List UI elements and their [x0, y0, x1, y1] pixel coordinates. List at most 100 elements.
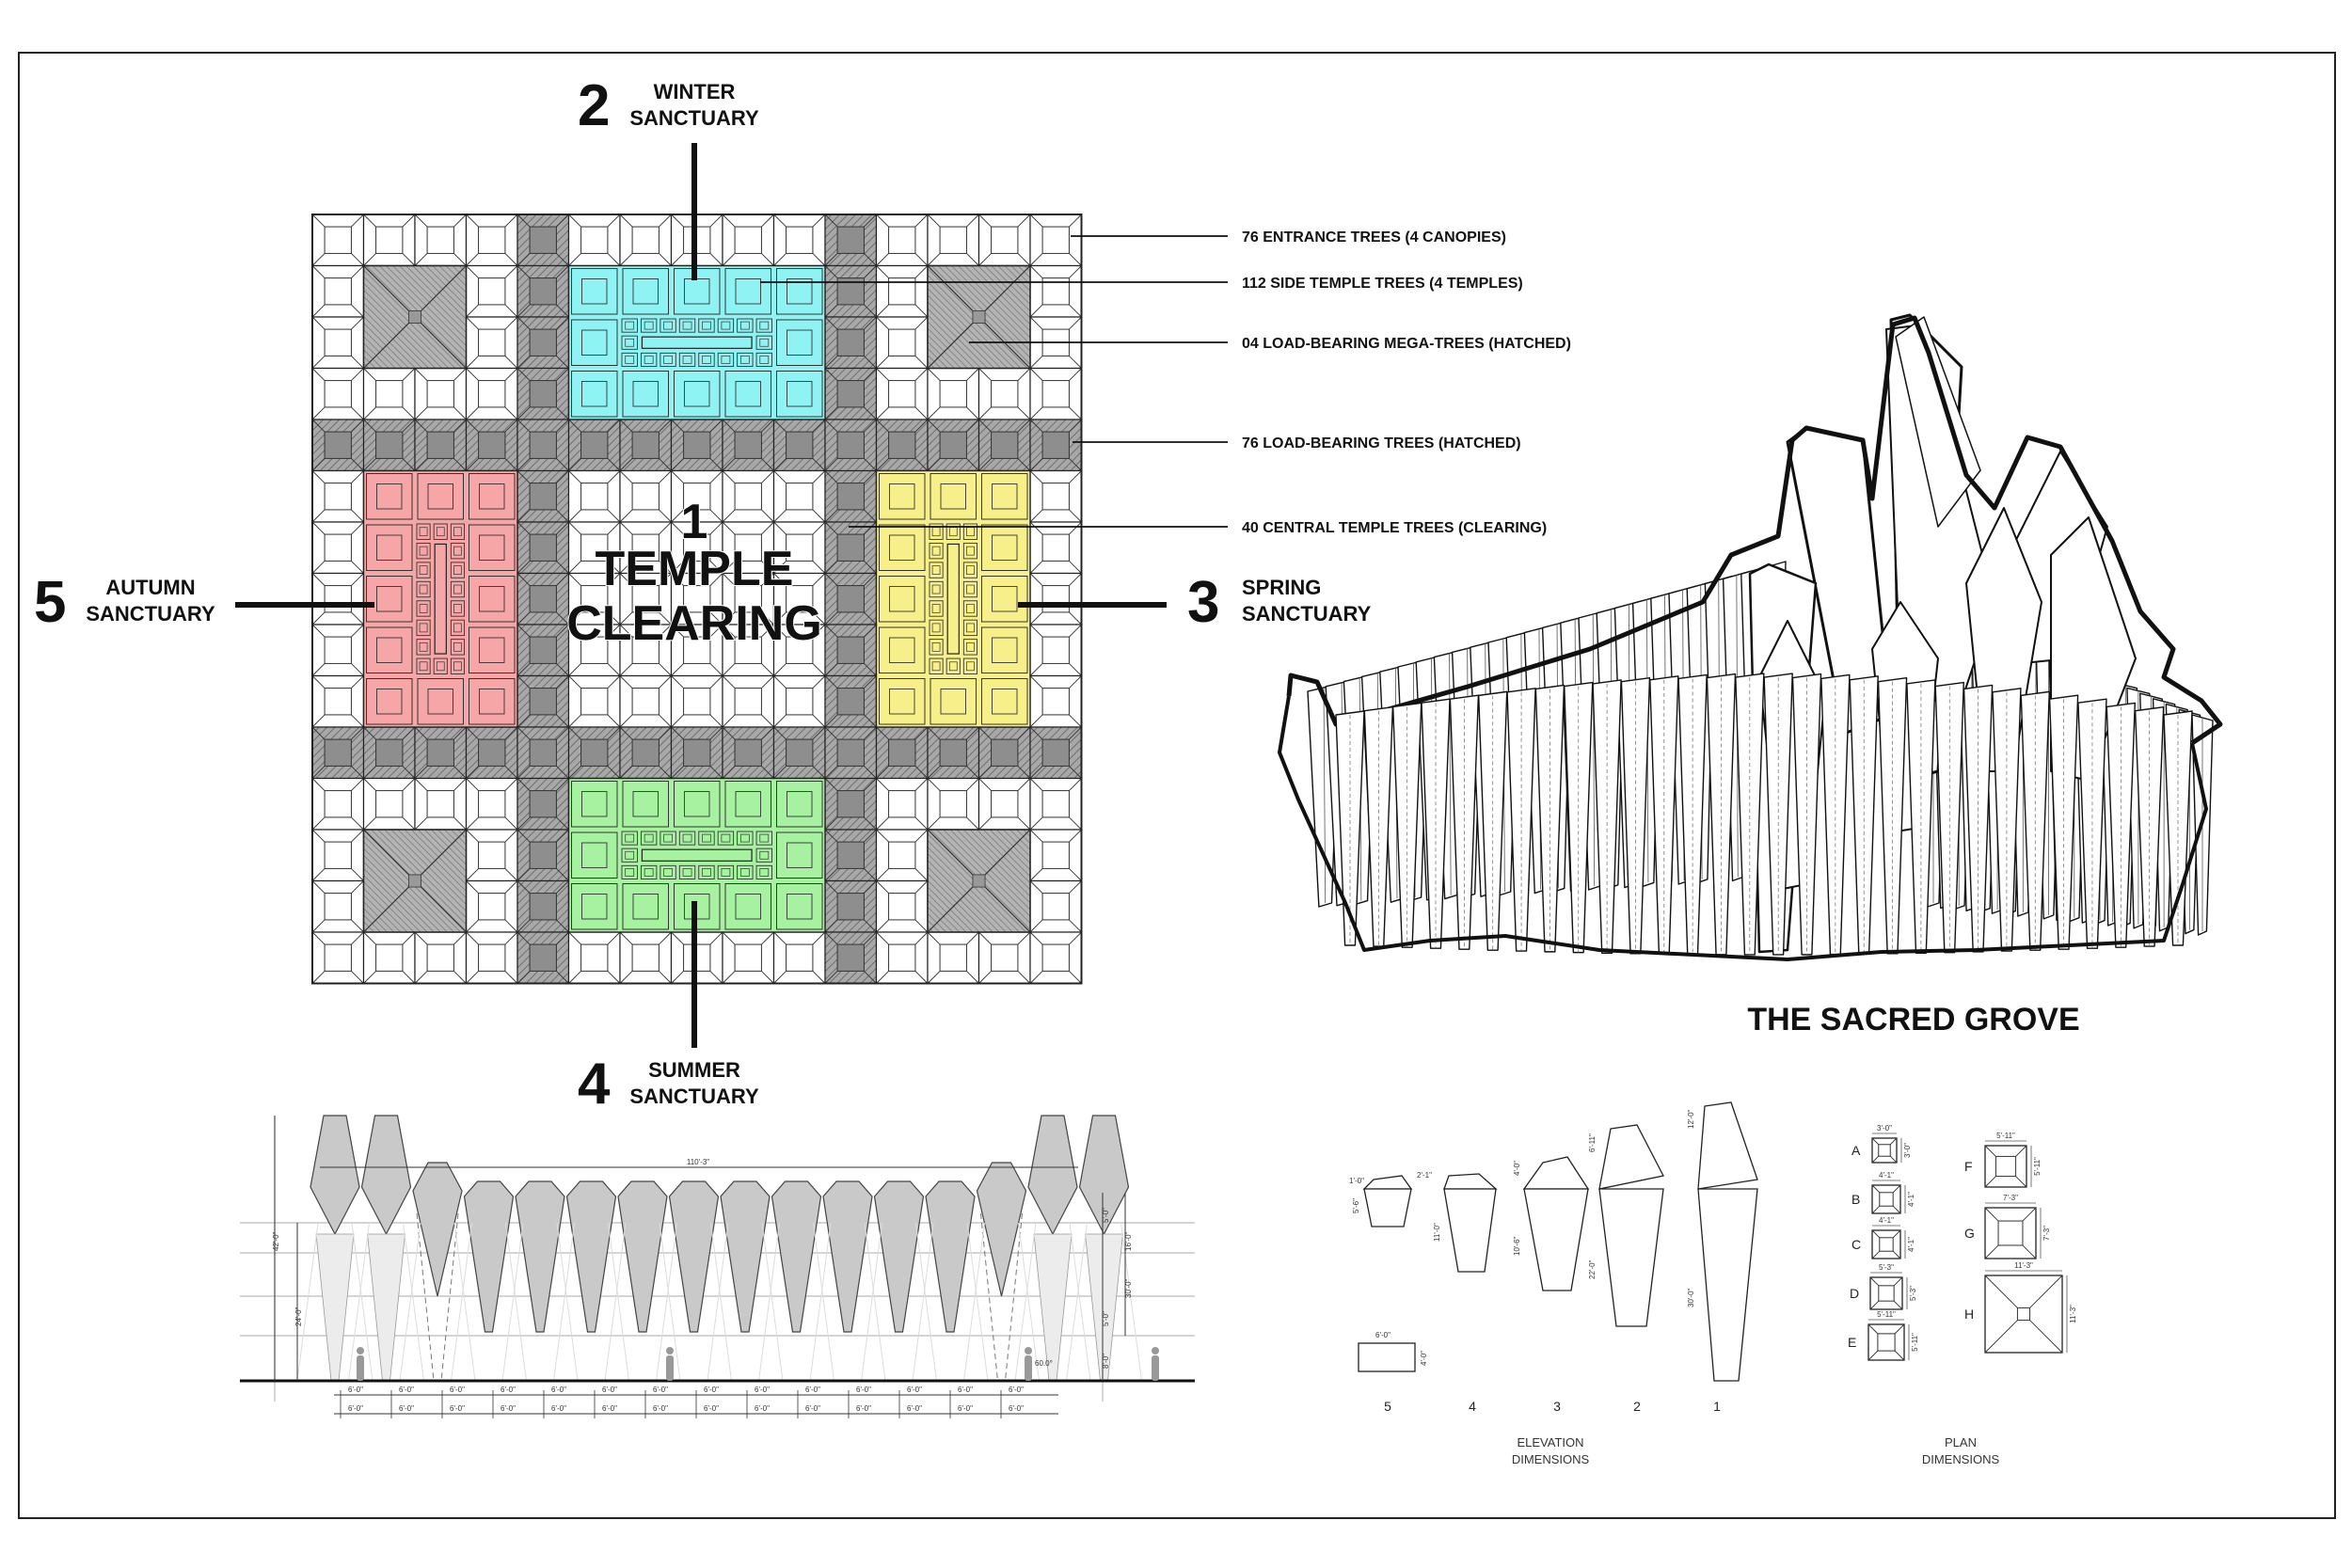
plan-dim-caption: PLAN — [1945, 1435, 1977, 1449]
tree-tile — [362, 931, 416, 985]
tree-tile — [927, 931, 980, 985]
tree-tile — [722, 931, 775, 985]
svg-text:4'-0": 4'-0" — [1513, 1161, 1521, 1176]
tree-tile — [772, 931, 826, 985]
elevation-column — [822, 1180, 873, 1333]
tree-tile — [465, 879, 518, 933]
svg-text:5: 5 — [1384, 1399, 1391, 1414]
tree-tile — [567, 214, 621, 267]
tree-tile — [414, 214, 468, 267]
tree-tile — [362, 214, 416, 267]
sanctuary-leaders — [235, 143, 1167, 1048]
tree-tile — [722, 214, 775, 267]
grove-plan — [311, 214, 1083, 985]
spacing-dim: 6'-0" — [755, 1386, 770, 1394]
tree-tile — [927, 777, 980, 831]
svg-text:10'-6": 10'-6" — [1513, 1236, 1521, 1256]
grove-column — [2134, 705, 2165, 947]
svg-text:5'-0": 5'-0" — [1102, 1208, 1110, 1223]
svg-text:3: 3 — [1187, 570, 1219, 635]
svg-text:7'-3": 7'-3" — [2003, 1194, 2018, 1202]
tree-tile — [465, 931, 518, 985]
svg-text:11'-3": 11'-3" — [2014, 1261, 2033, 1270]
perspective-title: THE SACRED GROVE — [1747, 1002, 2079, 1037]
spacing-dim: 6'-0" — [602, 1386, 617, 1394]
tree-tile — [567, 931, 621, 985]
tree-tile — [772, 214, 826, 267]
grove-column — [1763, 673, 1793, 956]
tree-tile — [977, 777, 1031, 831]
tree-tile — [567, 521, 621, 575]
tree-tile — [875, 214, 929, 267]
mega-tree-tile — [927, 264, 1031, 370]
spacing-dim: 6'-0" — [450, 1404, 465, 1413]
svg-text:5'-3": 5'-3" — [1879, 1263, 1894, 1272]
tree-tile — [722, 469, 775, 523]
elevation-column — [515, 1180, 565, 1333]
elevation-column — [1027, 1115, 1078, 1382]
tree-tile — [1029, 572, 1083, 626]
tree-tile — [1029, 879, 1083, 933]
tree-tile — [362, 777, 416, 831]
tree-tile — [977, 214, 1031, 267]
elevation-column — [310, 1115, 360, 1382]
svg-text:7'-3": 7'-3" — [2042, 1226, 2051, 1241]
tree-tile — [465, 316, 518, 370]
elevation-column — [925, 1180, 976, 1333]
svg-text:4: 4 — [1469, 1399, 1476, 1414]
elevation-column — [463, 1180, 515, 1333]
svg-text:5'-11": 5'-11" — [1996, 1132, 2015, 1140]
spacing-dim: 6'-0" — [602, 1404, 617, 1413]
svg-text:2: 2 — [1633, 1399, 1641, 1414]
label-autumn: 5 AUTUMN SANCTUARY — [34, 570, 215, 635]
legend-item: 40 CENTRAL TEMPLE TREES (CLEARING) — [1242, 520, 1547, 536]
tree-tile — [465, 214, 518, 267]
tree-tile — [311, 829, 365, 882]
svg-text:E: E — [1848, 1335, 1856, 1350]
spacing-dim: 6'-0" — [958, 1386, 973, 1394]
spacing-dim: 6'-0" — [907, 1386, 922, 1394]
spacing-dim: 6'-0" — [958, 1404, 973, 1413]
tree-tile — [670, 572, 723, 626]
tree-tile — [1029, 931, 1083, 985]
plan-dim-item: F5'-11"5'-11" — [1964, 1132, 2042, 1188]
svg-text:110'-3": 110'-3" — [687, 1158, 709, 1166]
svg-text:6'-11": 6'-11" — [1588, 1133, 1597, 1152]
plan-dim-item: C4'-1"4'-1" — [1851, 1216, 1915, 1259]
tree-tile — [311, 624, 365, 677]
mega-tree-tile — [362, 829, 468, 933]
sheet-border — [18, 52, 2336, 1519]
svg-text:SANCTUARY: SANCTUARY — [1242, 602, 1372, 626]
tree-tile — [465, 777, 518, 831]
tree-tile — [772, 624, 826, 677]
plan-dim-item: E5'-11"5'-11" — [1848, 1310, 1919, 1361]
svg-text:4'-1": 4'-1" — [1907, 1192, 1915, 1207]
spacing-dim: 6'-0" — [704, 1386, 719, 1394]
elevation-column — [976, 1162, 1027, 1382]
svg-text:5'-0": 5'-0" — [1102, 1311, 1110, 1326]
spacing-dim: 6'-0" — [348, 1404, 363, 1413]
label-winter: 2 WINTER SANCTUARY — [578, 73, 759, 138]
spacing-dim: 6'-0" — [348, 1386, 363, 1394]
tree-tile — [414, 777, 468, 831]
tree-tile — [311, 264, 365, 318]
tree-tile — [670, 674, 723, 728]
tree-tile — [772, 572, 826, 626]
legend-item: 04 LOAD-BEARING MEGA-TREES (HATCHED) — [1242, 336, 1571, 352]
grove-column — [1534, 684, 1565, 953]
spacing-dim: 6'-0" — [653, 1386, 668, 1394]
svg-text:D: D — [1850, 1286, 1859, 1301]
mega-tree-tile — [362, 264, 468, 370]
plan-dim-caption: DIMENSIONS — [1922, 1452, 2000, 1466]
svg-text:SUMMER: SUMMER — [648, 1058, 740, 1082]
tree-tile — [875, 829, 929, 882]
tree-tile — [619, 674, 673, 728]
spacing-dim: 6'-0" — [551, 1386, 566, 1394]
svg-text:4'-1": 4'-1" — [1879, 1171, 1894, 1180]
svg-text:1: 1 — [681, 495, 708, 549]
svg-text:TEMPLE: TEMPLE — [596, 542, 794, 596]
tree-tile — [670, 624, 723, 677]
svg-text:5'-11": 5'-11" — [1877, 1310, 1896, 1319]
tree-tile — [772, 469, 826, 523]
